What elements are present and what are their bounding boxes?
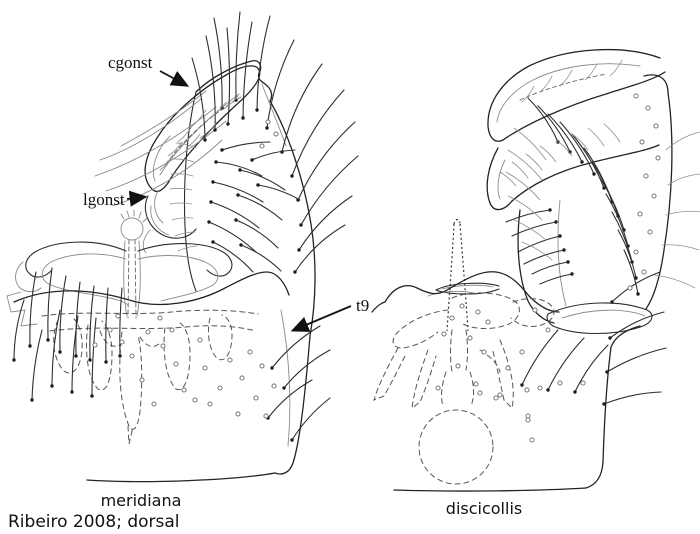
setal-pores [92,93,661,443]
panel-meridiana-art [6,60,316,483]
species-label-discicollis: discicollis [446,499,522,518]
lgonst-arrow [126,190,148,207]
anatomy-label-lgonst: lgonst [83,190,125,209]
cgonst-arrow [159,70,190,87]
annotation-labels: cgonst lgonst t9 meridiana discicollis R… [8,53,522,532]
anatomy-label-cgonst: cgonst [108,53,153,72]
species-label-meridiana: meridiana [101,491,182,510]
panel-discicollis-art [371,48,673,492]
figure-caption: Ribeiro 2008; dorsal [8,512,180,532]
t9-arrow [290,305,352,332]
anatomy-label-t9: t9 [356,296,369,315]
setae-hairs [12,11,700,442]
